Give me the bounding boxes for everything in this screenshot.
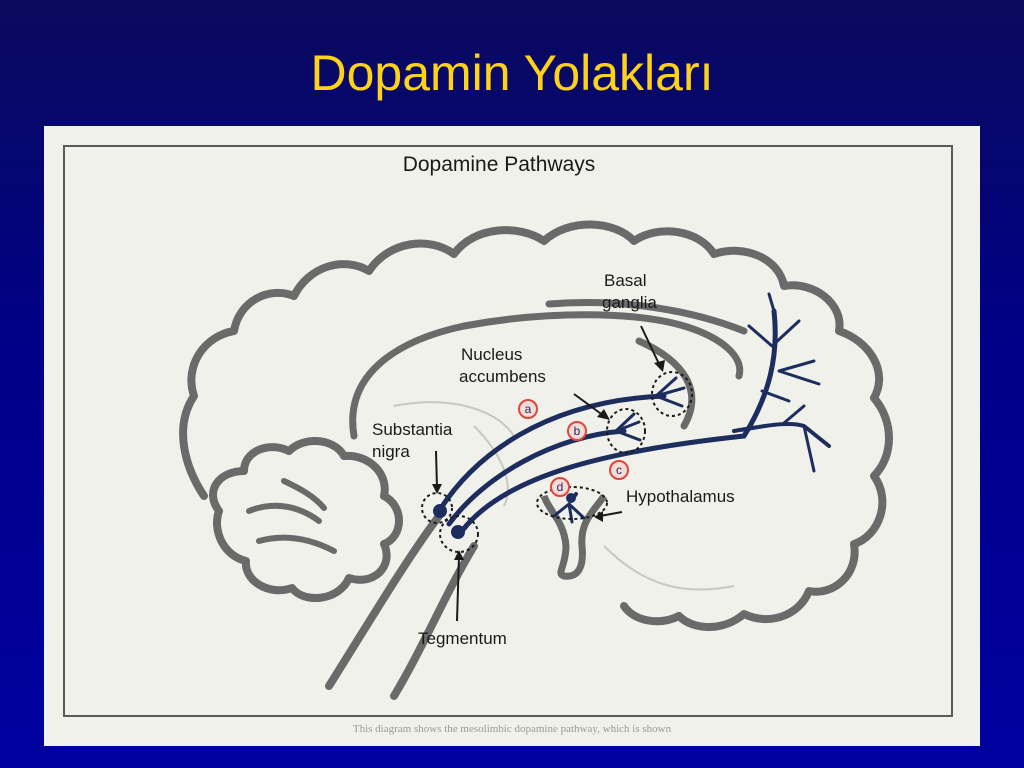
label-basal: Basal xyxy=(604,271,647,290)
brainstem-rear xyxy=(390,542,478,700)
arrow-heads xyxy=(432,360,665,560)
pathway-marker-d: d xyxy=(550,477,570,497)
slide-title: Dopamin Yolakları xyxy=(310,45,714,101)
dopamine-pathways-figure: Dopamine Pathways xyxy=(44,126,980,746)
basal-ganglia-region xyxy=(651,371,693,417)
cingulate-outline xyxy=(349,311,744,440)
substantia-nigra-region xyxy=(421,492,453,524)
label-accumbens: accumbens xyxy=(459,367,546,386)
pituitary xyxy=(540,494,607,580)
substantia-nigra-nucleus xyxy=(433,504,447,518)
corpus-callosum xyxy=(545,299,748,335)
substantia-nigra-arrow xyxy=(435,450,438,489)
svg-text:d: d xyxy=(557,480,564,494)
pathway-a xyxy=(436,393,667,514)
label-substantia: Substantia xyxy=(372,420,453,439)
cortical-twigs xyxy=(747,292,821,473)
label-nigra: nigra xyxy=(372,442,410,461)
label-arrows xyxy=(435,325,661,622)
hypothalamus-arrow xyxy=(599,511,623,517)
brainstem xyxy=(325,512,443,690)
pathway-b xyxy=(446,428,627,527)
label-nucleus: Nucleus xyxy=(461,345,522,364)
tegmentum-nucleus xyxy=(451,525,465,539)
pathway-marker-b: b xyxy=(567,421,587,441)
hypothalamus-region xyxy=(536,486,608,520)
brain-diagram: Dopamine Pathways xyxy=(63,145,953,735)
basal-ganglia-terminal xyxy=(654,376,686,408)
pathway-marker-a: a xyxy=(518,399,538,419)
tegmentum-arrow xyxy=(456,555,460,622)
hypothalamus-terminal xyxy=(552,502,586,524)
label-ganglia: ganglia xyxy=(602,293,657,312)
interior-lines xyxy=(393,401,735,591)
tegmentum-region xyxy=(439,515,479,553)
nucleus-accumbens-arrow xyxy=(573,393,605,417)
basal-ganglia-arrow xyxy=(640,325,661,367)
diagram-frame xyxy=(63,145,953,717)
faint-caption: This diagram shows the mesolimbic dopami… xyxy=(353,723,672,735)
svg-text:a: a xyxy=(525,402,532,416)
accumbens-terminal xyxy=(614,412,642,442)
inner-fold xyxy=(635,337,696,430)
diagram-title: Dopamine Pathways xyxy=(403,153,596,176)
hypothalamus-nucleus xyxy=(566,493,576,503)
target-regions xyxy=(421,371,693,553)
brain-outline xyxy=(179,220,893,631)
label-tegmentum: Tegmentum xyxy=(418,629,507,648)
label-hypothalamus: Hypothalamus xyxy=(626,487,735,506)
cerebellum xyxy=(209,436,403,602)
svg-text:c: c xyxy=(616,463,622,477)
pathway-marker-c: c xyxy=(609,460,629,480)
cerebellum-folds xyxy=(246,478,337,554)
pathway-c xyxy=(459,433,747,534)
nucleus-accumbens-region xyxy=(606,408,646,454)
cortical-branch-lower xyxy=(732,421,831,448)
svg-text:b: b xyxy=(574,424,581,438)
cortical-branch-upper xyxy=(741,308,778,439)
